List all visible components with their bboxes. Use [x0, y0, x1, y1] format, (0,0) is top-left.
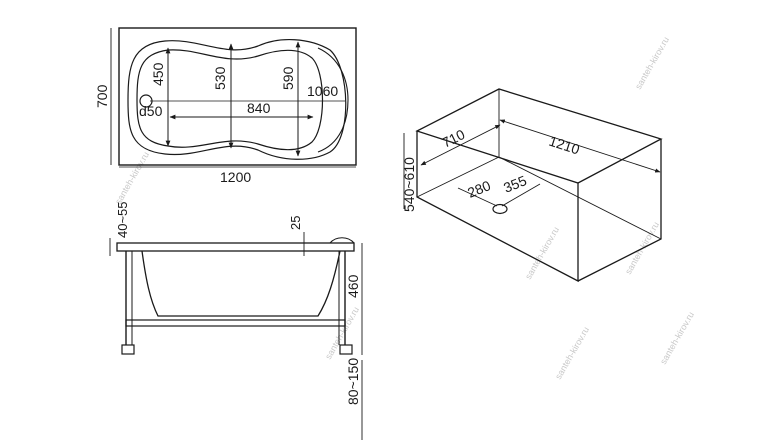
side-basin	[141, 250, 341, 317]
label-80-150: 80~150	[345, 358, 361, 405]
label-710: 710	[439, 126, 467, 151]
label-280: 280	[465, 177, 493, 201]
top-view-outline	[118, 27, 357, 166]
watermark-2: santeh-kirov.ru	[323, 305, 361, 361]
label-460: 460	[345, 274, 361, 298]
tub-basin-inner	[136, 49, 324, 151]
watermark-4: santeh-kirov.ru	[523, 225, 561, 281]
label-25: 25	[288, 216, 303, 230]
label-700: 700	[94, 84, 110, 108]
side-rim	[116, 242, 355, 252]
tub-right-ledge	[317, 47, 349, 153]
label-40-55: 40~55	[115, 201, 130, 238]
frame-crossbar	[125, 319, 346, 327]
dim-line-710	[420, 124, 501, 166]
label-540-610: 540~610	[401, 157, 417, 212]
dim-line-280	[457, 187, 498, 207]
foot-right	[339, 344, 353, 355]
label-450: 450	[150, 62, 166, 86]
label-355: 355	[501, 172, 529, 196]
label-840: 840	[247, 100, 271, 116]
top-view: 700 1200 d50 450 530 590 840 1060	[94, 27, 357, 185]
label-590: 590	[280, 66, 296, 90]
box-drain-hole	[492, 203, 508, 215]
dim-line-355	[501, 183, 541, 207]
side-view: 40~55 25 460 80~150	[109, 201, 363, 440]
foot-left	[121, 344, 135, 355]
tub-rim-outer	[127, 39, 347, 160]
label-1060: 1060	[307, 83, 338, 99]
watermark-6: santeh-kirov.ru	[553, 325, 591, 381]
label-1200: 1200	[220, 169, 251, 185]
label-1210: 1210	[547, 133, 582, 158]
box-front-face	[416, 131, 579, 283]
label-530: 530	[212, 66, 228, 90]
side-rim-lip	[329, 237, 355, 244]
dim-line-1210	[499, 119, 661, 173]
watermark-3: santeh-kirov.ru	[633, 35, 671, 91]
watermark-7: santeh-kirov.ru	[658, 310, 696, 366]
box-view: 540~610 710 1210 280 355	[401, 88, 663, 283]
label-d50: d50	[139, 103, 163, 119]
